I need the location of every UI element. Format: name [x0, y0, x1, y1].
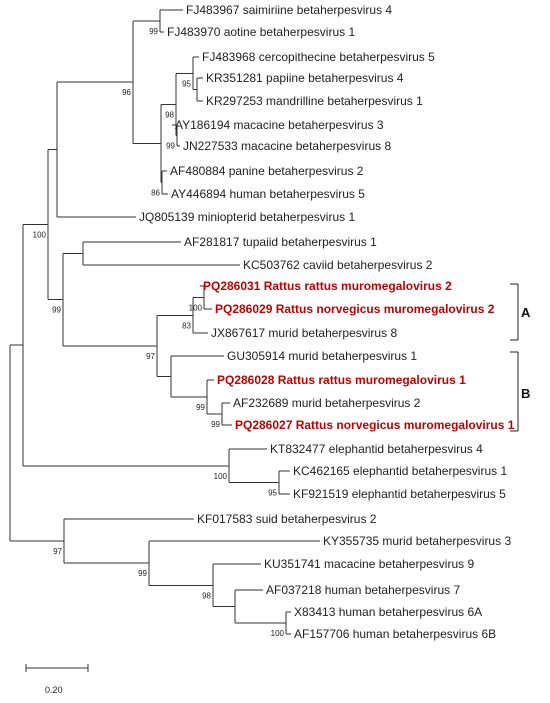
- taxon-label: FJ483970 aotine betaherpesvirus 1: [167, 25, 355, 39]
- taxon-label: KY355735 murid betaherpesvirus 3: [323, 534, 511, 548]
- taxon-label: FJ483968 cercopithecine betaherpesvirus …: [202, 50, 435, 64]
- bootstrap-value: 99: [211, 420, 220, 429]
- taxon-label: AF281817 tupaiid betaherpesvirus 1: [184, 235, 377, 249]
- taxon-label: KF921519 elephantid betaherpesvirus 5: [293, 487, 506, 501]
- taxon-label: KC503762 caviid betaherpesvirus 2: [243, 258, 433, 272]
- taxon-labels: FJ483967 saimiriine betaherpesvirus 4 FJ4…: [139, 3, 515, 641]
- bootstrap-value: 97: [146, 352, 155, 361]
- taxon-label: FJ483967 saimiriine betaherpesvirus 4: [186, 3, 392, 17]
- bootstrap-value: 100: [214, 472, 228, 481]
- taxon-label: KF017583 suid betaherpesvirus 2: [197, 512, 377, 526]
- bootstrap-value: 98: [165, 110, 174, 119]
- taxon-label: AF232689 murid betaherpesvirus 2: [233, 396, 421, 410]
- bootstrap-value: 100: [271, 629, 285, 638]
- taxon-label: JQ805139 miniopterid betaherpesvirus 1: [139, 210, 355, 224]
- taxon-label: GU305914 murid betaherpesvirus 1: [227, 349, 417, 363]
- bootstrap-value: 99: [138, 569, 147, 578]
- taxon-label: KR351281 papiine betaherpesvirus 4: [206, 71, 404, 85]
- taxon-label: KU351741 macacine betaherpesvirus 9: [264, 557, 474, 571]
- bootstrap-value: 86: [151, 189, 160, 198]
- bootstrap-value: 99: [149, 27, 158, 36]
- taxon-label: X83413 human betaherpesvirus 6A: [294, 605, 482, 619]
- bootstrap-value: 100: [189, 304, 203, 313]
- bootstrap-value: 99: [52, 306, 61, 315]
- clade-b-bracket: [510, 351, 519, 432]
- taxon-label: AF037218 human betaherpesvirus 7: [266, 583, 460, 597]
- taxon-label: PQ286031 Rattus rattus muromegalovirus 2: [203, 279, 452, 293]
- clade-b-label: B: [521, 386, 530, 401]
- scale-bar-label: 0.20: [45, 685, 63, 695]
- clade-a-label: A: [521, 305, 531, 320]
- bootstrap-value: 83: [182, 321, 191, 330]
- bootstrap-value: 97: [53, 547, 62, 556]
- bootstrap-value: 98: [202, 591, 211, 600]
- scale-bar: 0.20: [25, 664, 89, 695]
- taxon-label: KT832477 elephantid betaherpesvirus 4: [270, 442, 483, 456]
- bootstrap-value: 99: [196, 403, 205, 412]
- taxon-label: AY186194 macacine betaherpesvirus 3: [175, 118, 384, 132]
- bootstrap-value: 95: [268, 489, 277, 498]
- bootstrap-value: 95: [182, 79, 191, 88]
- bootstrap-value: 96: [122, 88, 131, 97]
- tree-branches: [9, 9, 320, 635]
- taxon-label: KC462165 elephantid betaherpesvirus 1: [293, 464, 507, 478]
- bootstrap-value: 100: [33, 231, 47, 240]
- taxon-label: PQ286028 Rattus rattus muromegalovirus 1: [217, 373, 466, 387]
- taxon-label: AY446894 human betaherpesvirus 5: [171, 187, 365, 201]
- taxon-label: JN227533 macacine betaherpesvirus 8: [183, 139, 391, 153]
- taxon-label: PQ286027 Rattus norvegicus muromegalovir…: [235, 418, 515, 432]
- taxon-label: AF480884 panine betaherpesvirus 2: [170, 164, 364, 178]
- bootstrap-value: 99: [166, 142, 175, 151]
- bootstrap-values: 100 96 99 98 95 99 86 99 97 83 100 99 99 100 95 97 99 98 1…: [33, 27, 285, 638]
- taxon-label: KR297253 mandrilline betaherpesvirus 1: [206, 94, 423, 108]
- taxon-label: JX867617 murid betaherpesvirus 8: [211, 326, 397, 340]
- taxon-label: PQ286029 Rattus norvegicus muromegalovir…: [215, 302, 495, 316]
- taxon-label: AF157706 human betaherpesvirus 6B: [294, 627, 496, 641]
- clade-a-bracket: [510, 283, 519, 341]
